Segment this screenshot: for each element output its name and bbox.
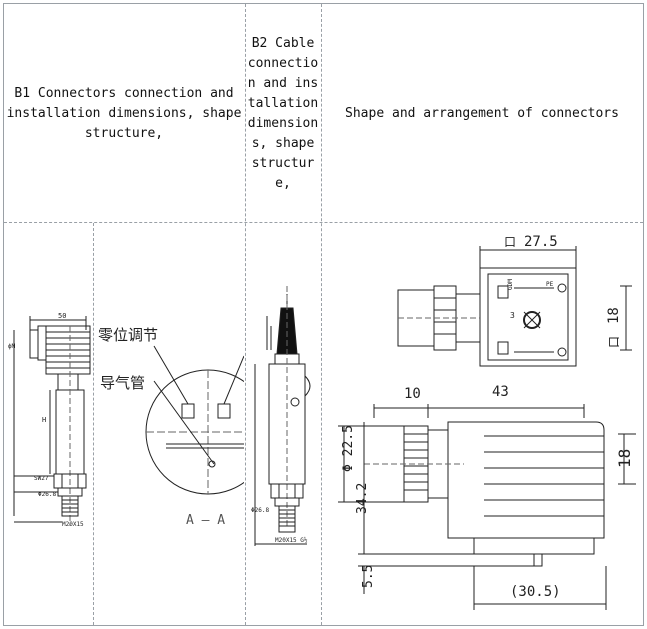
table-col-divider-1 — [245, 4, 246, 625]
b1-h-label: H — [42, 416, 46, 424]
table-col-divider-2 — [321, 4, 322, 625]
b3-dim-30-5: (30.5) — [510, 584, 561, 600]
table-col-divider-b1 — [93, 223, 94, 625]
b2-thread-label: M20X15 G½ — [275, 537, 308, 544]
b3-dim-18-top: 18 — [606, 307, 622, 324]
b2-cable-drawing: Φ26.8 M20X15 G½ — [251, 286, 311, 546]
b1-sw-label: SW27 — [34, 475, 49, 482]
b3-dim-27-5: 27.5 — [524, 234, 558, 250]
b1-side-label: ϕM — [8, 343, 16, 350]
b1-callout-vent: 导气管 — [100, 374, 145, 392]
b3-dim-34-2: 34.2 — [355, 483, 370, 514]
header-cell-b3: Shape and arrangement of connectors — [322, 6, 642, 222]
header-cell-b1: B1 Connectors connection and installatio… — [6, 6, 242, 222]
header-cell-b2: B2 Cable connection and installation dim… — [247, 6, 319, 222]
table-border-top — [3, 3, 644, 4]
b1-callout-zero: 零位调节 — [98, 326, 158, 344]
header-b2-text: B2 Cable connection and installation dim… — [247, 36, 319, 191]
b1-transmitter-drawing: 50 ϕM H SW27 Φ26.8 M20X15 — [8, 312, 91, 528]
b3-connector-drawing: 口 27.5 GDM 3 PE 18 口 10 43 Φ 22.5 34.2 1… — [338, 234, 636, 610]
b3-sq-label-2: 口 — [607, 336, 621, 348]
header-b1-text: B1 Connectors connection and installatio… — [6, 86, 242, 141]
b3-pin-3: 3 — [510, 311, 515, 320]
b1-dia-label: Φ26.8 — [38, 491, 56, 498]
b2-dia-label: Φ26.8 — [251, 507, 269, 514]
table-border-right — [643, 3, 644, 626]
b3-dim-22-5: Φ 22.5 — [341, 425, 356, 472]
b1-section-label: A — A — [186, 513, 225, 528]
b1-thread-label: M20X15 — [62, 521, 84, 528]
b3-sq-label-1: 口 — [504, 235, 516, 249]
table-border-left — [3, 3, 4, 626]
b3-dim-18-side: 18 — [615, 449, 634, 468]
b3-pe-label: PE — [546, 281, 554, 288]
b3-gdm-label: GDM — [507, 279, 514, 290]
b3-dim-10: 10 — [404, 386, 421, 402]
table-row-divider — [4, 222, 643, 223]
header-b3-text: Shape and arrangement of connectors — [345, 106, 619, 121]
b1-dim-top: 50 — [58, 312, 66, 320]
b1-section-drawing: 零位调节 导气管 A — A — [98, 326, 244, 528]
table-border-bottom — [3, 625, 644, 626]
b3-dim-5-5: 5.5 — [361, 565, 376, 588]
b3-dim-43: 43 — [492, 384, 509, 400]
